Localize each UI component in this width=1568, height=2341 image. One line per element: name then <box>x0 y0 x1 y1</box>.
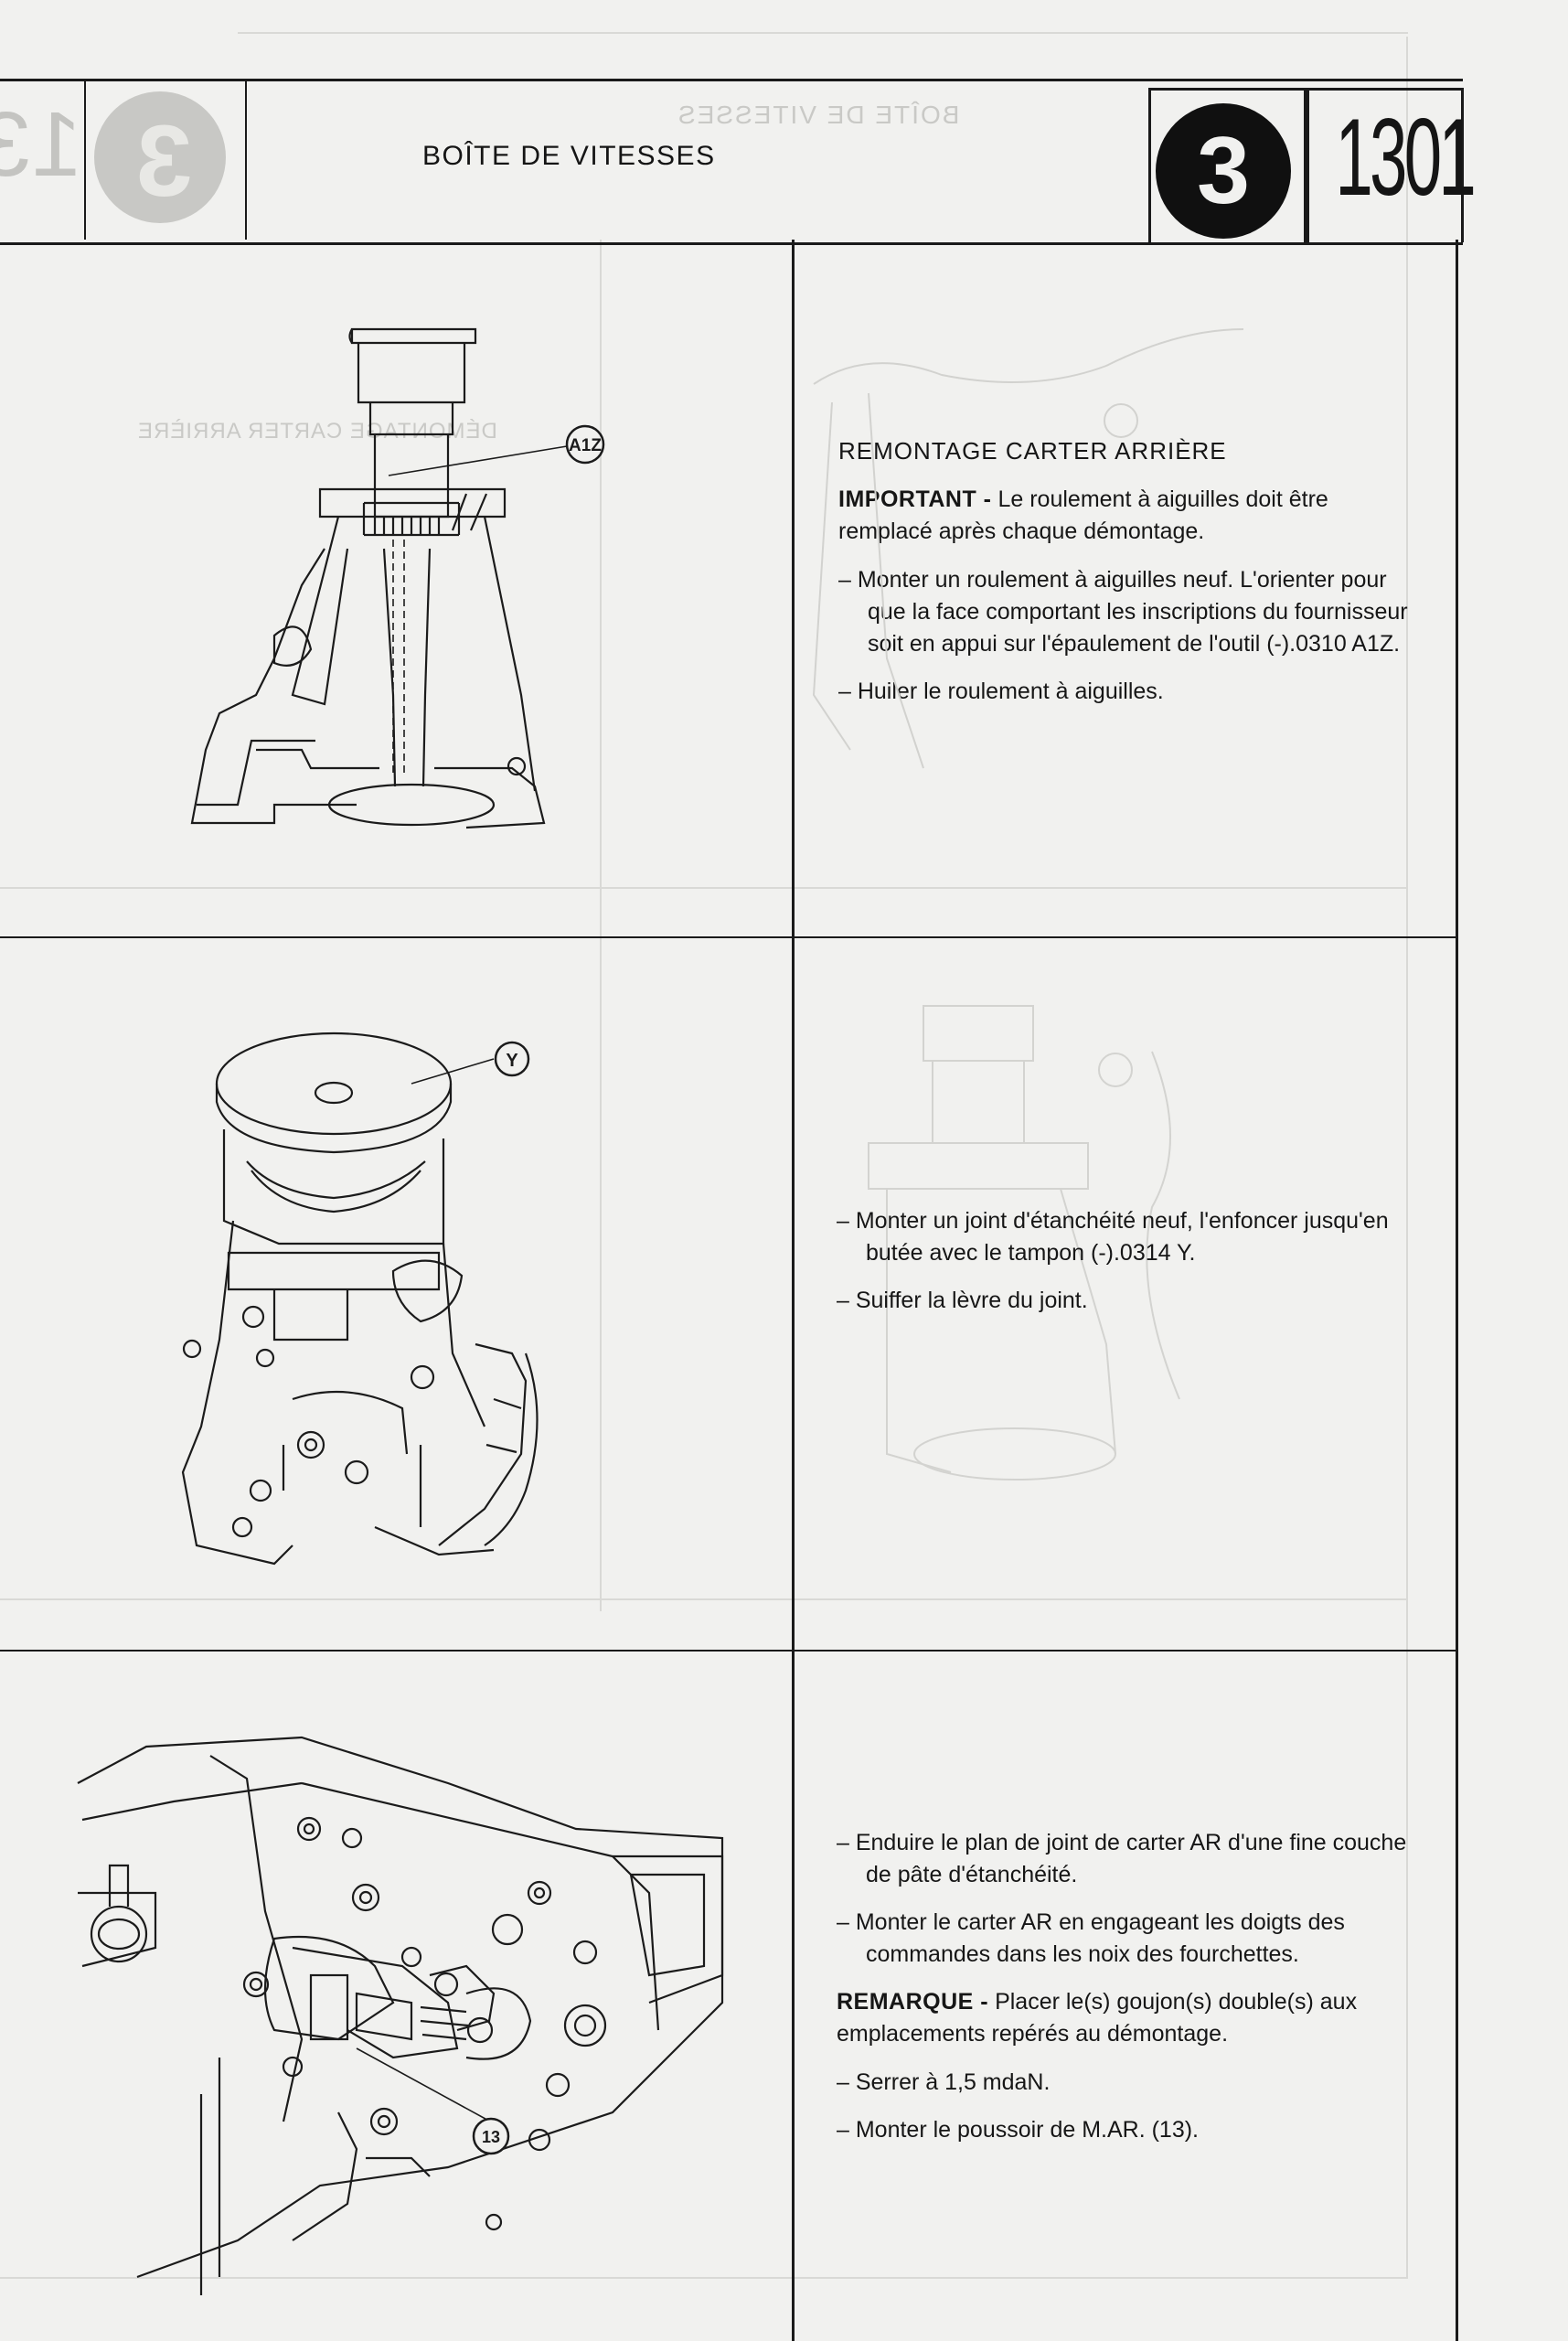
column-divider <box>792 240 795 2341</box>
chapter-number-badge: 3 <box>1156 103 1291 239</box>
chapter-box <box>1148 88 1309 242</box>
callout-y: Y <box>506 1051 518 1071</box>
showthrough-rule <box>238 32 1408 34</box>
showthrough-rule <box>1406 37 1408 2277</box>
section-code: 1301 <box>1335 96 1476 219</box>
showthrough-rule <box>0 887 1408 889</box>
showthrough-drawing <box>812 328 1244 769</box>
instruction-item: – Serrer à 1,5 mdaN. <box>837 2069 1051 2095</box>
remark-note: REMARQUE - Placer le(s) goujon(s) double… <box>837 1986 1431 2050</box>
svg-text:3: 3 <box>136 105 192 218</box>
header-left-divider <box>84 79 86 240</box>
important-label: IMPORTANT - <box>838 486 992 512</box>
page-title: BOÎTE DE VITESSES <box>422 141 716 171</box>
ghost-logo: 13 3 <box>0 91 226 223</box>
showthrough-drawing <box>868 1005 1180 1480</box>
showthrough-rule <box>0 2277 1408 2279</box>
instruction-item: – Monter le poussoir de M.AR. (13). <box>837 2117 1199 2143</box>
section-2-text: – Monter un joint d'étanchéité neuf, l'e… <box>837 1205 1422 1332</box>
row-divider <box>0 1650 1457 1652</box>
instruction-item: – Monter un roulement à aiguilles neuf. … <box>838 567 1408 657</box>
figure-seal-drift: Y <box>181 1032 539 1566</box>
remark-text: Placer le(s) goujon(s) double(s) aux emp… <box>837 1989 1358 2047</box>
figure-rear-casing: 13 <box>77 1736 724 2295</box>
instruction-item: – Enduire le plan de joint de carter AR … <box>837 1830 1407 1887</box>
important-note: IMPORTANT - Le roulement à aiguilles doi… <box>838 484 1424 548</box>
instruction-item: – Huiler le roulement à aiguilles. <box>838 679 1164 704</box>
code-box <box>1304 88 1464 242</box>
showthrough-rule <box>0 1598 1408 1600</box>
instruction-item: – Monter le carter AR en engageant les d… <box>837 1909 1345 1967</box>
section-1-text: REMONTAGE CARTER ARRIÈRE IMPORTANT - Le … <box>838 435 1424 723</box>
callout-13: 13 <box>482 2128 500 2146</box>
section-3-text: – Enduire le plan de joint de carter AR … <box>837 1827 1431 2162</box>
callout-a1z: A1Z <box>569 436 602 455</box>
important-text: Le roulement à aiguilles doit être rempl… <box>838 486 1328 544</box>
row-divider <box>0 936 1457 938</box>
instruction-item: – Suiffer la lèvre du joint. <box>837 1288 1088 1313</box>
remark-label: REMARQUE - <box>837 1989 989 2015</box>
figure-needle-bearing-tool: A1Z <box>190 327 605 829</box>
svg-text:13: 13 <box>0 93 82 196</box>
page-header <box>0 79 1463 245</box>
section-heading: REMONTAGE CARTER ARRIÈRE <box>838 437 1227 465</box>
instruction-item: – Monter un joint d'étanchéité neuf, l'e… <box>837 1208 1389 1266</box>
showthrough-rule <box>600 240 602 1611</box>
header-left-divider <box>245 79 247 240</box>
right-border <box>1456 240 1458 2341</box>
